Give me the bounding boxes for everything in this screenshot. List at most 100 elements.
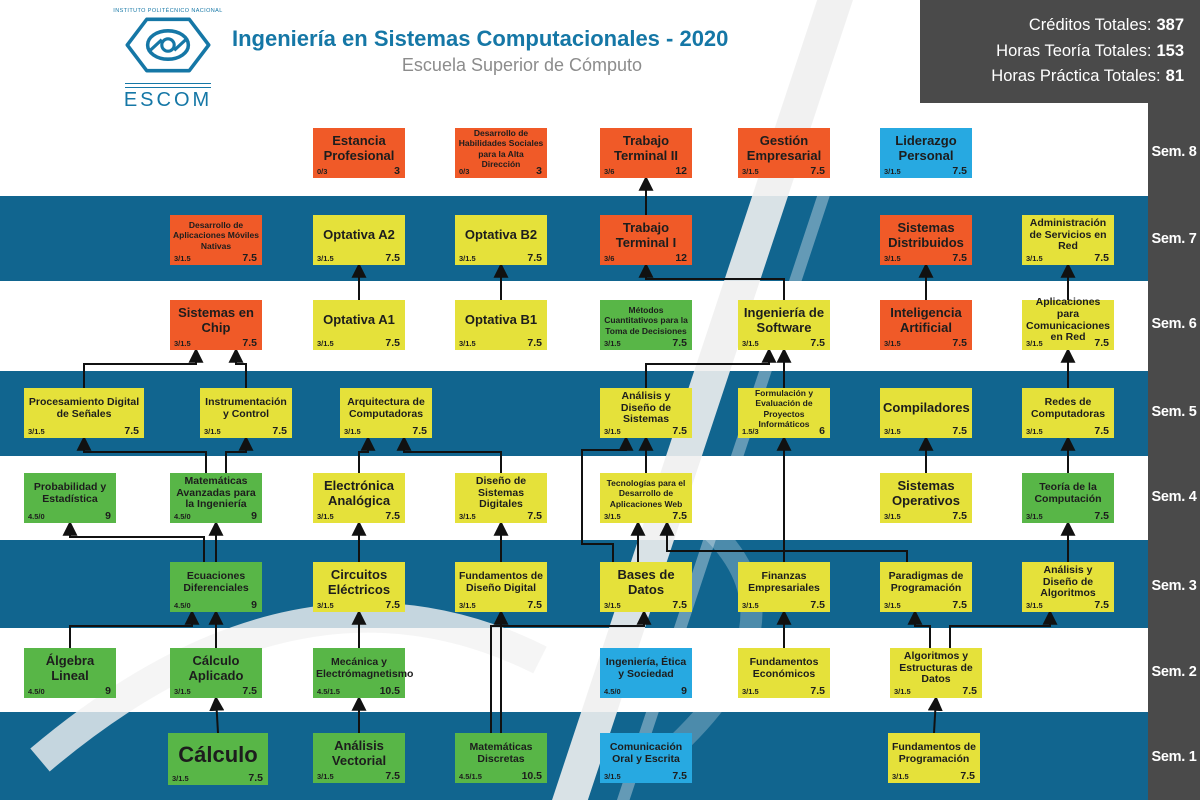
course-name: Finanzas Empresariales <box>748 569 820 594</box>
course-name: Algoritmos y Estructuras de Datos <box>899 649 973 686</box>
escom-logo-icon <box>125 17 211 73</box>
course-comunicacion: Comunicación Oral y Escrita 3/1.5 7.5 <box>600 733 692 783</box>
course-credits: 7.5 <box>385 252 400 264</box>
course-credits: 7.5 <box>385 599 400 611</box>
course-hours: 3/6 <box>604 167 615 176</box>
course-name: Sistemas Operativos <box>892 477 960 508</box>
course-hours: 3/1.5 <box>174 339 191 348</box>
course-credits: 7.5 <box>810 685 825 697</box>
course-name: Análisis y Diseño de Algoritmos <box>1040 563 1096 600</box>
course-credits: 9 <box>251 510 257 522</box>
course-name: Inteligencia Artificial <box>890 304 962 335</box>
course-credits: 7.5 <box>962 685 977 697</box>
course-hours: 3/1.5 <box>459 254 476 263</box>
semester-label: Sem. 2 <box>1151 664 1197 680</box>
course-name: Redes de Computadoras <box>1030 395 1106 420</box>
course-hours: 3/1.5 <box>604 512 621 521</box>
course-name: Compiladores <box>883 400 970 416</box>
course-credits: 7.5 <box>272 425 287 437</box>
course-name: Ecuaciones Diferenciales <box>183 569 249 594</box>
course-name: Comunicación Oral y Escrita <box>609 740 683 765</box>
course-hours: 3/1.5 <box>892 772 909 781</box>
course-hours: 3/1.5 <box>884 512 901 521</box>
course-hours: 3/1.5 <box>317 772 334 781</box>
page-subtitle: Escuela Superior de Cómputo <box>401 55 643 75</box>
practice-hours-total: Horas Práctica Totales:81 <box>991 67 1184 86</box>
course-hours: 3/1.5 <box>894 687 911 696</box>
course-credits: 7.5 <box>527 337 542 349</box>
course-name: Tecnologías para el Desarrollo de Aplica… <box>606 478 686 509</box>
course-hours: 0/3 <box>317 167 328 176</box>
semester-label: Sem. 5 <box>1151 404 1197 420</box>
course-hours: 3/1.5 <box>604 772 621 781</box>
course-name: Aplicaciones para Comunicaciones en Red <box>1025 296 1111 344</box>
course-credits: 6 <box>819 425 825 437</box>
course-instrumentacion: Instrumentación y Control 3/1.5 7.5 <box>200 388 292 438</box>
course-hours: 3/1.5 <box>884 339 901 348</box>
course-hours: 3/1.5 <box>1026 427 1043 436</box>
course-name: Cálculo <box>178 741 258 767</box>
course-hours: 3/1.5 <box>742 601 759 610</box>
course-hours: 4.5/1.5 <box>459 772 482 781</box>
course-hours: 4.5/0 <box>28 687 45 696</box>
course-name: Cálculo Aplicado <box>188 652 244 683</box>
course-hours: 3/1.5 <box>604 427 621 436</box>
semester-band <box>0 371 1148 456</box>
course-credits: 7.5 <box>952 599 967 611</box>
course-name: Optativa B2 <box>464 227 538 243</box>
course-credits: 12 <box>675 165 687 177</box>
course-hours: 3/1.5 <box>459 339 476 348</box>
course-credits: 7.5 <box>385 510 400 522</box>
course-name: Administración de Servicios en Red <box>1029 216 1107 253</box>
course-hours: 4.5/1.5 <box>317 687 340 696</box>
course-hours: 4.5/0 <box>28 512 45 521</box>
course-name: Trabajo Terminal I <box>615 219 677 250</box>
course-hours: 3/1.5 <box>204 427 221 436</box>
course-credits: 3 <box>536 165 542 177</box>
course-hours: 0/3 <box>459 167 470 176</box>
course-credits: 7.5 <box>672 770 687 782</box>
course-name: Teoría de la Computación <box>1034 480 1102 505</box>
semester-label: Sem. 7 <box>1151 231 1197 247</box>
totals-panel: Créditos Totales:387 Horas Teoría Totale… <box>920 0 1200 103</box>
logo-divider <box>125 83 211 88</box>
course-hours: 3/1.5 <box>174 687 191 696</box>
course-name: Fundamentos Económicos <box>749 655 819 680</box>
course-hours: 3/1.5 <box>884 167 901 176</box>
course-credits: 7.5 <box>248 772 263 784</box>
course-name: Sistemas en Chip <box>178 304 254 335</box>
course-credits: 7.5 <box>960 770 975 782</box>
course-name: Instrumentación y Control <box>205 395 287 420</box>
course-hours: 3/1.5 <box>884 601 901 610</box>
logo-label: ESCOM <box>123 89 213 111</box>
course-hours: 4.5/0 <box>604 687 621 696</box>
course-name: Mecánica y Electrómagnetismo <box>316 655 414 680</box>
course-credits: 9 <box>681 685 687 697</box>
course-hours: 3/1.5 <box>344 427 361 436</box>
course-credits: 7.5 <box>242 337 257 349</box>
course-credits: 7.5 <box>242 252 257 264</box>
course-name: Bases de Datos <box>617 566 675 597</box>
course-habilidades: Desarrollo de Habilidades Sociales para … <box>455 128 547 178</box>
course-hours: 3/1.5 <box>172 774 189 783</box>
course-name: Trabajo Terminal II <box>613 132 679 163</box>
theory-hours-total: Horas Teoría Totales:153 <box>996 41 1184 60</box>
course-hours: 3/1.5 <box>604 601 621 610</box>
course-name: Desarrollo de Aplicaciones Móviles Nativ… <box>173 220 259 251</box>
course-name: Diseño de Sistemas Digitales <box>475 474 527 511</box>
